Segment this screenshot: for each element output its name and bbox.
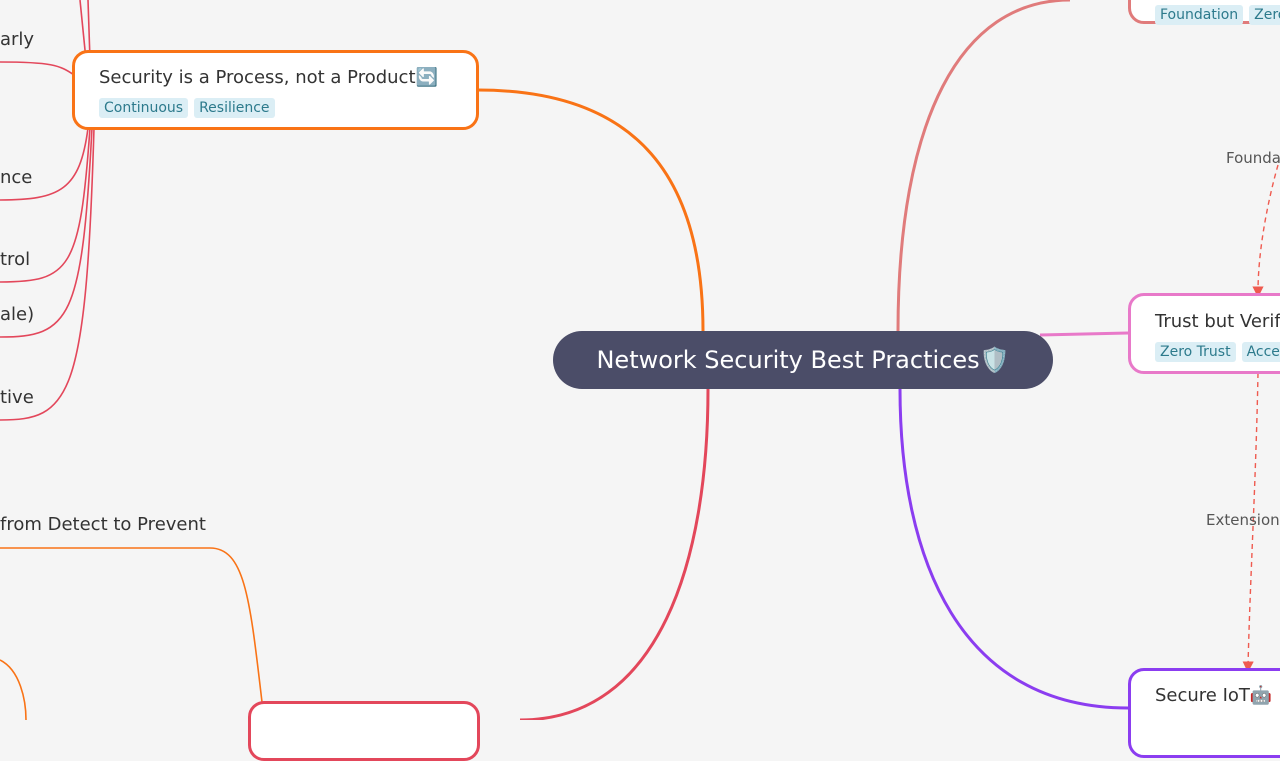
topic-title: Security is a Process, not a Product🔄 [99, 67, 438, 88]
leaf-label: tive [0, 387, 34, 408]
mindmap-edges [0, 0, 1279, 720]
edge-lower-orange [0, 659, 27, 720]
edge-root-top-right [896, 0, 1071, 332]
leaf-label: arly [0, 29, 35, 50]
edge-label-foundation: Founda [1226, 149, 1280, 167]
topic-node-top-right[interactable]: Foundation Zero [1128, 0, 1280, 25]
cycle-icon: 🔄 [415, 67, 438, 88]
edge-root-bottom-left [519, 388, 710, 720]
leaf-label: nce [0, 167, 33, 188]
edge-root-iot [898, 388, 1129, 710]
topic-node-bottom-left[interactable] [248, 701, 480, 761]
dashed-foundation [1252, 164, 1279, 298]
dashed-extension [1242, 372, 1259, 673]
topic-node-iot[interactable]: Secure IoT🤖 [1128, 668, 1280, 758]
leaf-label: from Detect to Prevent [0, 514, 206, 535]
leaf-edges-left [0, 0, 95, 421]
root-node[interactable]: Network Security Best Practices🛡️ [553, 331, 1053, 389]
edge-detect-prevent [0, 547, 263, 703]
shield-icon: 🛡️ [979, 346, 1010, 374]
robot-icon: 🤖 [1249, 685, 1273, 706]
topic-node-trust[interactable]: Trust but Verif Zero Trust Acces [1128, 293, 1280, 374]
root-title: Network Security Best Practices [596, 346, 980, 374]
tag-continuous[interactable]: Continuous [99, 98, 189, 118]
tag-zero[interactable]: Zero [1249, 5, 1280, 25]
topic-node-process[interactable]: Security is a Process, not a Product🔄 Co… [72, 50, 479, 130]
leaf-label: ale) [0, 304, 35, 325]
leaf-label: trol [0, 249, 31, 270]
tag-resilience[interactable]: Resilience [194, 98, 275, 118]
edge-root-process [477, 88, 705, 332]
tag-foundation[interactable]: Foundation [1155, 5, 1244, 25]
topic-title: Secure IoT🤖 [1155, 685, 1273, 706]
tag-access[interactable]: Acces [1241, 342, 1280, 362]
topic-title: Trust but Verif [1155, 311, 1280, 332]
edge-label-extension: Extension [1206, 511, 1280, 529]
edge-root-trust [1039, 331, 1129, 337]
tag-zero-trust[interactable]: Zero Trust [1155, 342, 1236, 362]
